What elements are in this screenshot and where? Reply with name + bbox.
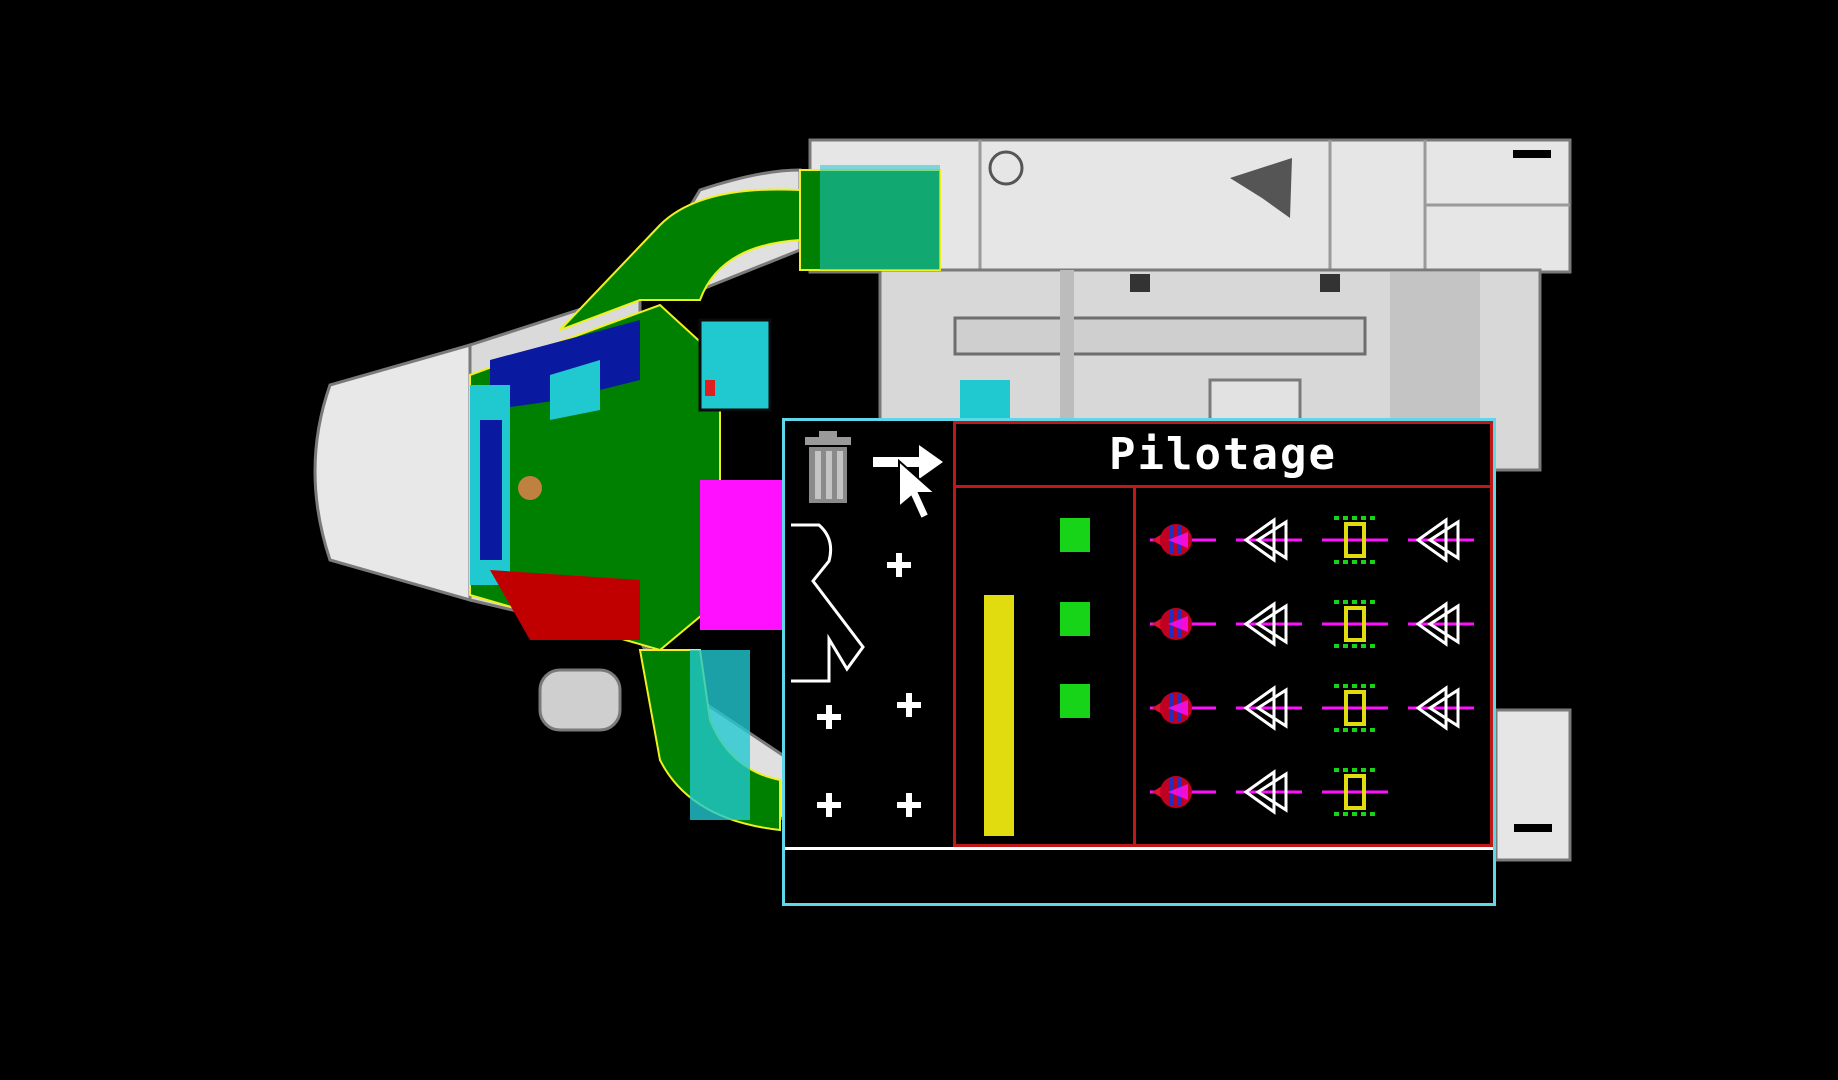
- panel-title: Pilotage: [1109, 429, 1337, 480]
- ship-rooms: [470, 165, 1010, 820]
- thruster-module-icon[interactable]: [1406, 510, 1476, 570]
- plus-icon[interactable]: [815, 791, 843, 819]
- reactor-module-icon[interactable]: [1148, 762, 1218, 822]
- reactor-module-icon[interactable]: [1148, 678, 1218, 738]
- module-grid: [1136, 488, 1490, 844]
- thruster-module-icon[interactable]: [1234, 594, 1304, 654]
- reactor-module-icon[interactable]: [1148, 510, 1218, 570]
- thruster-module-icon[interactable]: [1406, 678, 1476, 738]
- title-bar: Pilotage: [956, 424, 1490, 488]
- pilotage-panel: Pilotage: [782, 418, 1496, 906]
- tool-column: [785, 421, 953, 847]
- capacitor-module-icon[interactable]: [1320, 510, 1390, 570]
- pilotage-frame: Pilotage: [953, 421, 1493, 847]
- pilot-seat-icon: [789, 521, 899, 695]
- thruster-module-icon[interactable]: [1406, 594, 1476, 654]
- thruster-module-icon[interactable]: [1234, 510, 1304, 570]
- thruster-module-icon[interactable]: [1234, 678, 1304, 738]
- power-gauge-area: [956, 488, 1136, 844]
- panel-footer: [785, 847, 1493, 903]
- pointer-cursor-icon[interactable]: [895, 458, 939, 527]
- plus-icon[interactable]: [815, 703, 843, 731]
- reactor-module-icon[interactable]: [1148, 594, 1218, 654]
- capacitor-module-icon[interactable]: [1320, 594, 1390, 654]
- plus-icon[interactable]: [885, 551, 913, 579]
- plus-icon[interactable]: [895, 691, 923, 719]
- thruster-module-icon[interactable]: [1234, 762, 1304, 822]
- trash-icon[interactable]: [801, 431, 855, 511]
- power-gauge: [984, 595, 1014, 836]
- plus-icon[interactable]: [895, 791, 923, 819]
- status-indicator: [1060, 602, 1090, 636]
- capacitor-module-icon[interactable]: [1320, 678, 1390, 738]
- capacitor-module-icon[interactable]: [1320, 762, 1390, 822]
- status-indicator: [1060, 518, 1090, 552]
- status-indicator: [1060, 684, 1090, 718]
